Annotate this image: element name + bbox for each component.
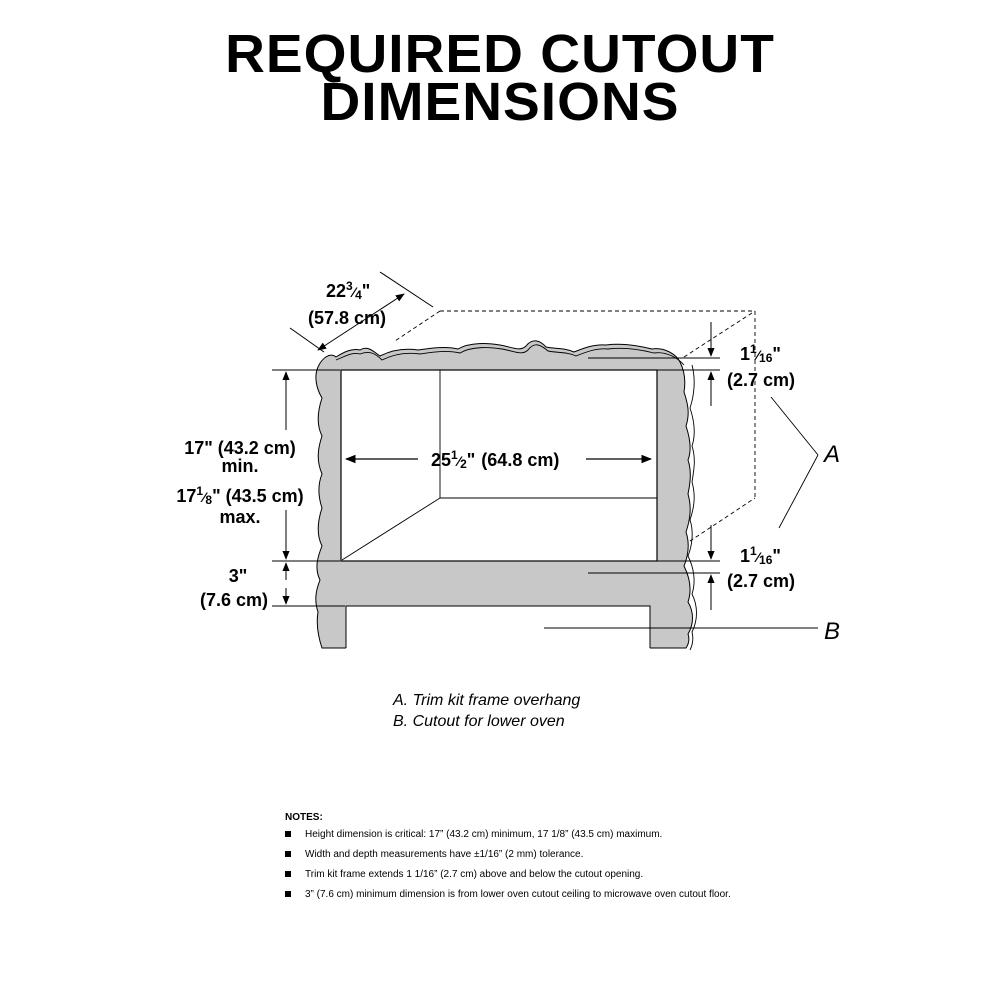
callout-b: B <box>824 618 840 645</box>
gap-label: 3" <box>229 566 248 586</box>
height-min-label: 17" (43.2 cm) <box>184 438 296 458</box>
title-line-1: REQUIRED CUTOUT <box>225 24 775 84</box>
title-line-2: DIMENSIONS <box>320 72 680 132</box>
width-label: 251⁄2"(64.8 cm) <box>431 448 559 471</box>
depth-dimension <box>289 271 434 353</box>
height-max-label: 171⁄8"(43.5 cm) <box>176 484 303 507</box>
bullet-icon <box>285 831 291 837</box>
trim-bottom-metric: (2.7 cm) <box>727 571 795 591</box>
height-max-qualifier: max. <box>219 507 260 527</box>
cabinet-body <box>315 340 697 651</box>
callout-a: A <box>822 441 840 468</box>
trim-top-metric: (2.7 cm) <box>727 370 795 390</box>
legend: A. Trim kit frame overhang B. Cutout for… <box>393 690 580 732</box>
legend-item-b: B. Cutout for lower oven <box>393 713 565 730</box>
bullet-icon <box>285 871 291 877</box>
gap-metric-label: (7.6 cm) <box>200 590 268 610</box>
cutout-opening <box>340 369 658 562</box>
bullet-icon <box>285 891 291 897</box>
depth-outline <box>394 310 756 546</box>
page-title: REQUIRED CUTOUT DIMENSIONS <box>0 24 1000 132</box>
note-item: Width and depth measurements have ±1/16”… <box>285 849 745 860</box>
callout-a-lines <box>770 396 819 529</box>
height-dimension <box>272 369 340 562</box>
note-item: 3” (7.6 cm) minimum dimension is from lo… <box>285 889 745 900</box>
notes-title: NOTES: <box>285 812 323 823</box>
note-item: Height dimension is critical: 17” (43.2 … <box>285 829 745 840</box>
notes-section: NOTES: Height dimension is critical: 17”… <box>285 812 745 909</box>
legend-item-a: A. Trim kit frame overhang <box>393 692 581 709</box>
trim-bottom-label: 11⁄16" <box>740 544 781 567</box>
bullet-icon <box>285 851 291 857</box>
depth-label: 223⁄4" <box>326 279 370 302</box>
height-min-qualifier: min. <box>221 456 258 476</box>
note-item: Trim kit frame extends 1 1/16” (2.7 cm) … <box>285 869 745 880</box>
trim-lines <box>588 357 720 574</box>
depth-metric-label: (57.8 cm) <box>308 308 386 328</box>
trim-top-label: 11⁄16" <box>740 342 781 365</box>
gap-dimension <box>272 562 345 607</box>
